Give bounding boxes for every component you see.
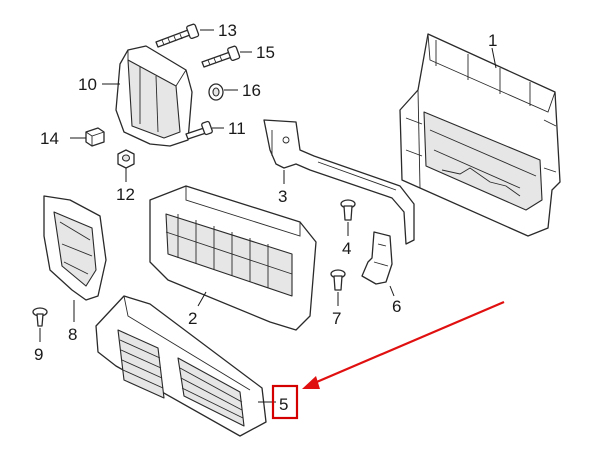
callout-7: 7 (332, 309, 341, 328)
callout-14: 14 (40, 129, 59, 148)
part-12-nut (117, 149, 135, 169)
red-arrow-icon (302, 300, 505, 389)
leader-6 (389, 285, 395, 297)
callout-13: 13 (218, 21, 237, 40)
callout-16: 16 (242, 81, 261, 100)
leader-2 (197, 291, 207, 307)
callout-12: 12 (116, 185, 135, 204)
callout-11: 11 (228, 119, 246, 138)
part-6-bracket (361, 231, 393, 285)
part-10-air-duct (115, 45, 193, 147)
leader-1 (491, 47, 497, 69)
part-11-bolt (185, 120, 213, 140)
part-8-deflector (43, 195, 107, 301)
leader-lines (39, 29, 497, 403)
callout-9: 9 (34, 345, 43, 364)
callout-5-highlight-box (271, 384, 299, 420)
part-3-bracket (263, 119, 415, 245)
part-9-screw (32, 307, 48, 327)
part-15-bolt (201, 45, 241, 68)
part-1-radiator-support (399, 33, 561, 237)
callout-6: 6 (392, 297, 401, 316)
part-2-grille-frame (149, 185, 317, 331)
callout-1: 1 (488, 31, 497, 50)
callout-15: 15 (256, 43, 275, 62)
part-4-screw (340, 199, 356, 221)
callout-labels: 1 2 3 4 5 6 7 8 9 10 11 12 13 14 15 16 (34, 21, 497, 414)
callout-3: 3 (278, 187, 287, 206)
part-16-nut (208, 83, 224, 101)
callout-10: 10 (78, 75, 97, 94)
part-7-screw (330, 269, 346, 291)
callout-8: 8 (68, 325, 77, 344)
part-13-bolt (155, 23, 200, 48)
callout-4: 4 (342, 239, 351, 258)
part-5-lower-grille (95, 295, 267, 437)
callout-5: 5 (279, 395, 288, 414)
part-14-clip (85, 127, 105, 147)
callout-2: 2 (188, 309, 197, 328)
